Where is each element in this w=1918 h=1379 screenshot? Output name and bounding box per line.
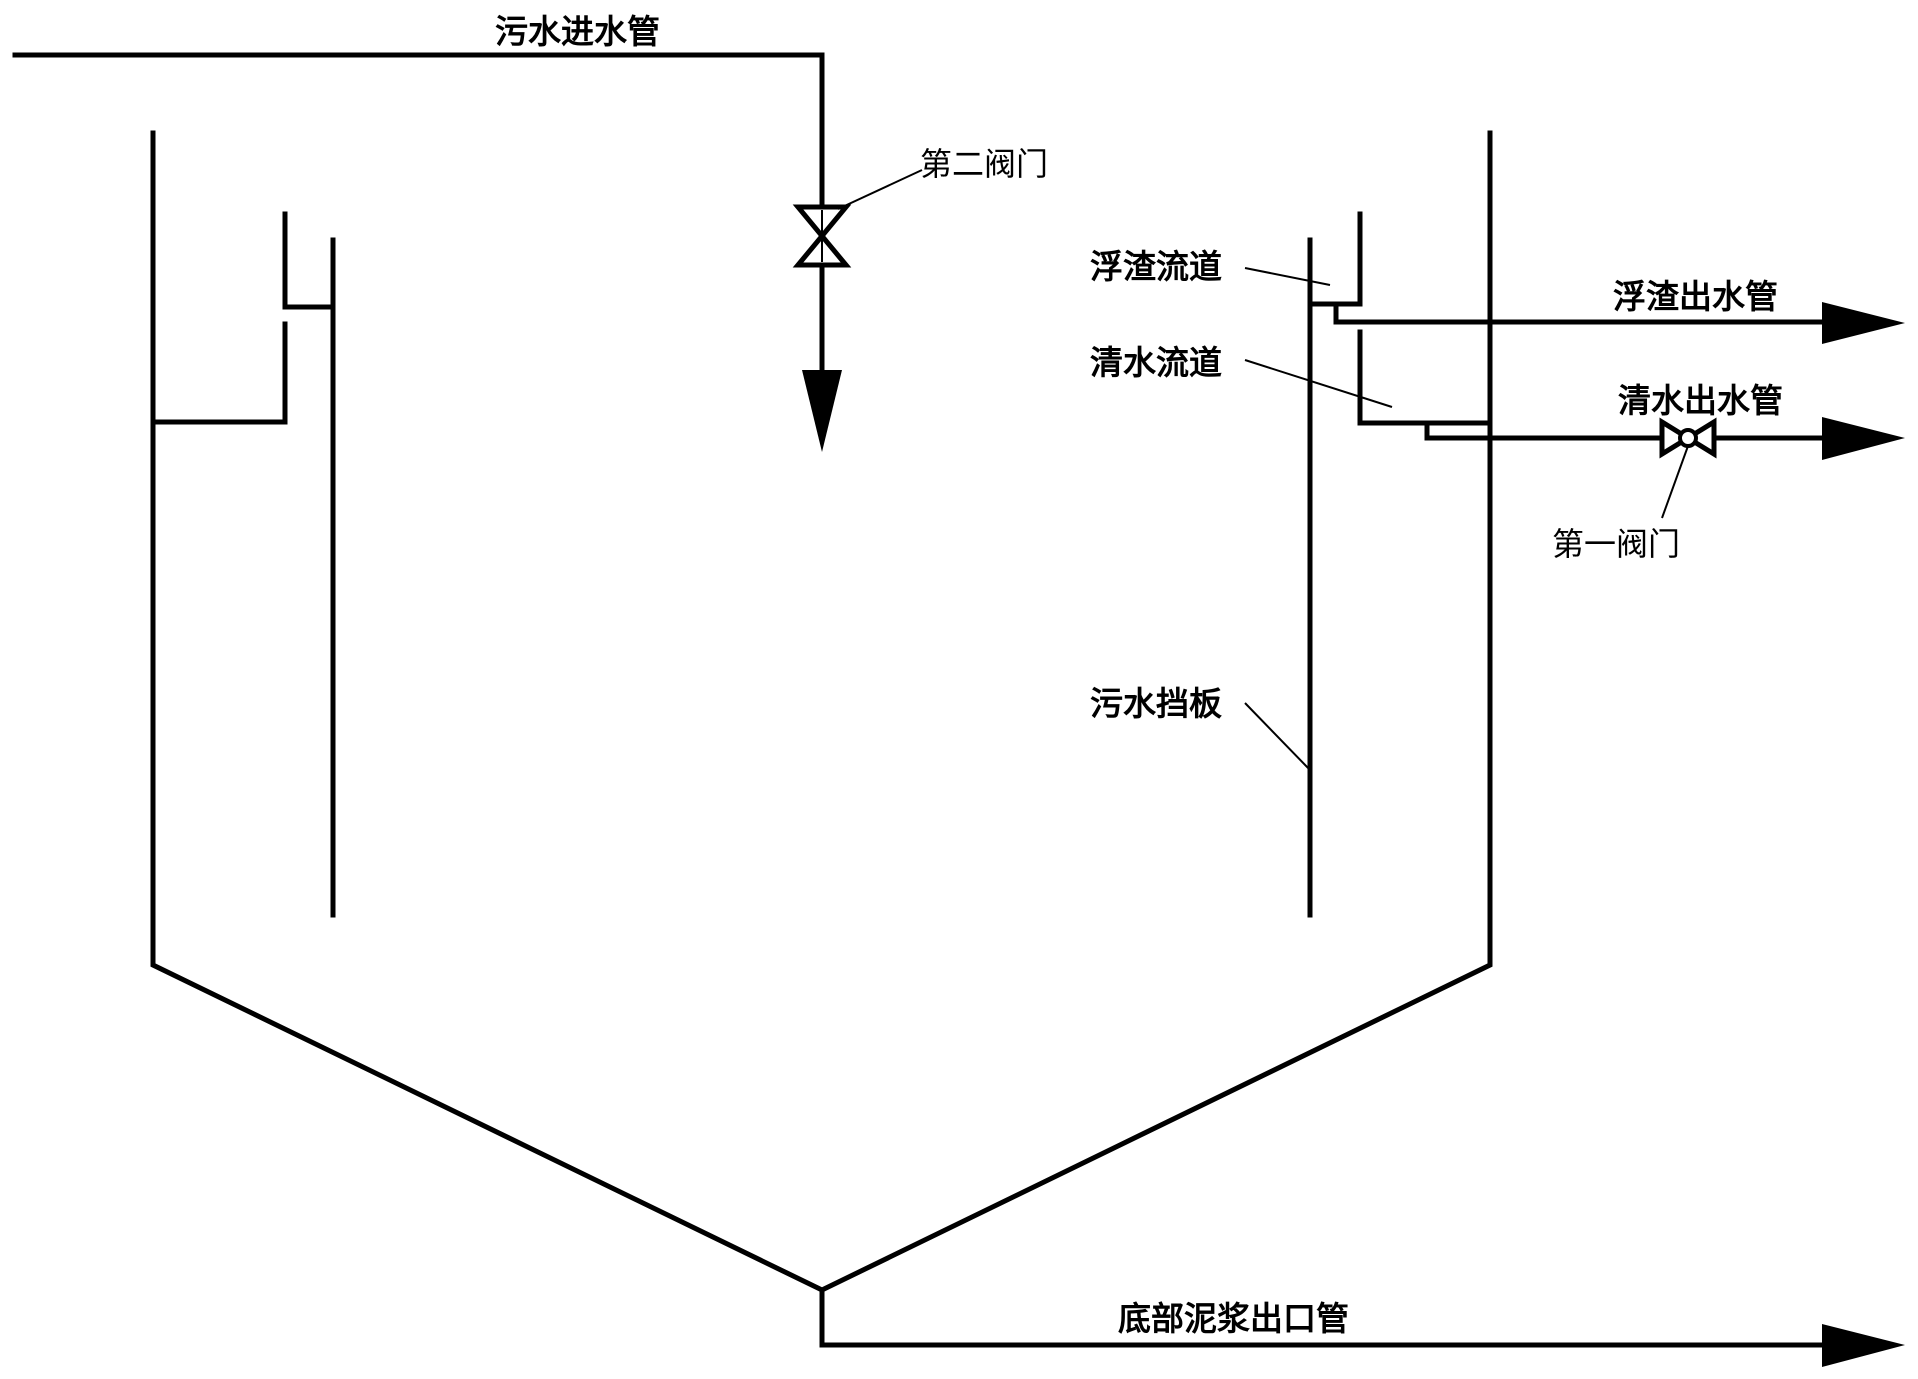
first-valve-icon — [1659, 417, 1717, 459]
scum-outlet-arrow — [1822, 302, 1905, 344]
sewage-inlet-pipe-label: 污水进水管 — [495, 12, 660, 51]
left-baffle-structure — [150, 211, 336, 918]
scum-channel — [1307, 211, 1493, 325]
clear-water-outlet-pipe — [1487, 417, 1905, 460]
first-valve-leader — [1661, 445, 1689, 519]
inlet-flow-arrow — [802, 370, 842, 452]
clear-water-outlet-arrow — [1822, 417, 1905, 460]
first-valve-label: 第一阀门 — [1552, 525, 1680, 563]
scum-outlet-pipe-label: 浮渣出水管 — [1613, 277, 1778, 316]
clear-water-channel — [1357, 329, 1493, 441]
scum-channel-label: 浮渣流道 — [1090, 247, 1222, 286]
second-valve-icon — [792, 204, 852, 268]
clear-water-channel-leader — [1244, 359, 1393, 408]
scum-outlet-pipe — [1487, 302, 1905, 344]
sewage-inlet-pipe — [12, 52, 842, 452]
bottom-sludge-outlet-pipe-label: 底部泥浆出口管 — [1118, 1299, 1349, 1338]
bottom-sludge-outlet-pipe — [819, 1287, 1905, 1367]
sewage-baffle-leader — [1244, 702, 1311, 771]
clear-water-channel-label: 清水流道 — [1090, 343, 1222, 382]
clear-water-outlet-pipe-label: 清水出水管 — [1618, 381, 1783, 420]
sludge-outlet-arrow — [1822, 1324, 1905, 1367]
second-valve-leader — [837, 169, 923, 210]
scum-channel-leader — [1244, 267, 1331, 286]
sewage-baffle-label: 污水挡板 — [1090, 684, 1222, 723]
second-valve-label: 第二阀门 — [920, 145, 1048, 183]
